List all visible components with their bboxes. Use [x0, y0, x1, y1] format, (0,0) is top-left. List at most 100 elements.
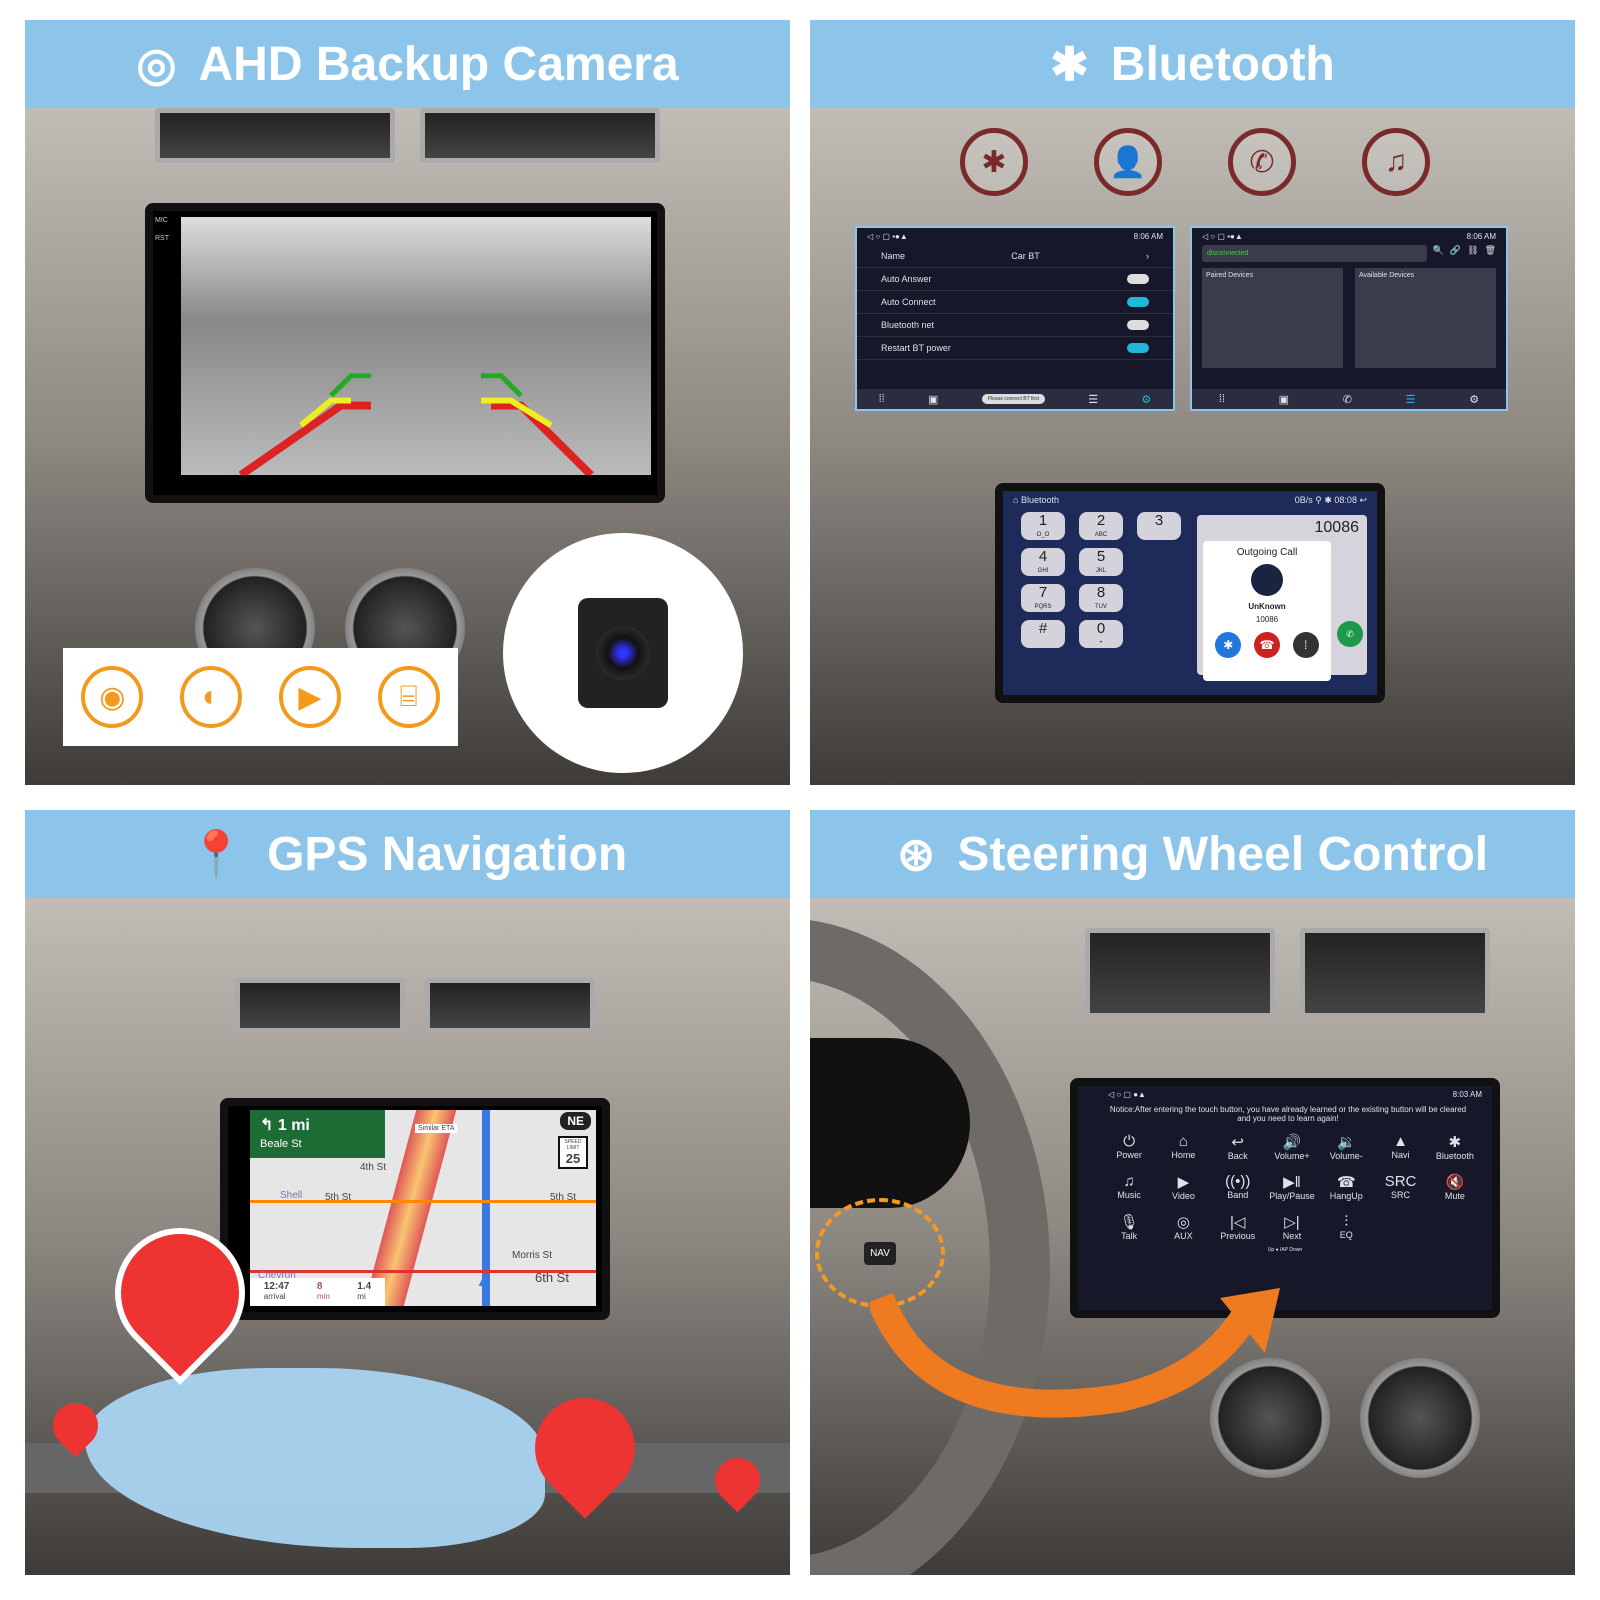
unlink-icon[interactable]: ⛓ [1467, 245, 1479, 255]
bluetooth-net-toggle[interactable] [1127, 320, 1149, 330]
button-glyph-icon: ↩ [1231, 1134, 1244, 1151]
restart-bt-power-toggle[interactable] [1127, 343, 1149, 353]
dialpad-button[interactable]: ⁞ [1292, 632, 1319, 658]
button-glyph-icon: ♫ [1123, 1173, 1135, 1190]
button-glyph-icon: ◎ [1176, 1214, 1190, 1231]
learn-button-back[interactable]: ↩Back [1211, 1133, 1265, 1161]
steering-learn-screen: ◁ ○ ▢ ●▲8:03 AM Notice:After entering th… [1070, 1078, 1500, 1318]
head-unit-screen: MIC RST [145, 203, 665, 503]
learn-button-music[interactable]: ♫Music [1102, 1173, 1156, 1201]
link-icon[interactable]: 🔗 [1449, 245, 1462, 255]
learn-button-mute[interactable]: 🔇Mute [1428, 1173, 1482, 1201]
learn-button-volume-[interactable]: 🔉Volume- [1319, 1133, 1373, 1161]
camera-view [181, 217, 651, 479]
auto-answer-toggle[interactable] [1127, 274, 1149, 284]
panel-header: 📍GPS Navigation [25, 810, 790, 898]
button-glyph-icon: ⌂ [1178, 1133, 1188, 1150]
call-button[interactable]: ✆ [1337, 621, 1363, 647]
learn-button-eq[interactable]: ⫶EQ [1319, 1213, 1373, 1241]
notice-text: Notice:After entering the touch button, … [1109, 1105, 1467, 1123]
contacts-tab[interactable]: ▣ [928, 393, 939, 406]
music-icon: ♫ [1362, 128, 1430, 196]
navigation-screen: ↰ 1 mi Beale St Similar ETA NE SPEED LIM… [220, 1098, 610, 1320]
camera-icon: ◎ [136, 38, 177, 90]
learn-button-volume-[interactable]: 🔊Volume+ [1265, 1133, 1319, 1161]
delete-icon[interactable]: 🗑 [1484, 245, 1496, 255]
bluetooth-icon: ✱ [960, 128, 1028, 196]
dialpad-tab[interactable]: ⁞⁞ [878, 393, 885, 405]
button-glyph-icon: ▶ [1177, 1174, 1190, 1191]
current-location-arrow: ▲ [475, 1270, 493, 1290]
bluetooth-audio-button[interactable]: ✱ [1215, 632, 1242, 658]
dial-key[interactable]: # [1021, 620, 1065, 648]
learn-button-next[interactable]: ▷|Next [1265, 1213, 1319, 1241]
panel-header: ◎AHD Backup Camera [25, 20, 790, 108]
compass-heading[interactable]: NE [560, 1112, 591, 1130]
bt-devices-screen: ◁ ○ ▢ ▪●▲8:06 AM disconnected🔍🔗⛓🗑 Paired… [1190, 226, 1508, 411]
learn-button-navi[interactable]: ▲Navi [1373, 1133, 1427, 1161]
outgoing-call-popup: Outgoing Call UnKnown 10086 ✱ ☎ ⁞ [1203, 541, 1331, 681]
bluetooth-icon: ✱ [1050, 38, 1089, 90]
button-glyph-icon: ☎ [1336, 1174, 1356, 1191]
video-camera-icon: ▶ [278, 666, 341, 728]
button-glyph-icon: SRC [1384, 1173, 1417, 1190]
mic-label: MIC [155, 217, 168, 224]
button-glyph-icon: ⏻ [1123, 1133, 1136, 1150]
button-glyph-icon: 🔉 [1336, 1134, 1356, 1151]
parking-guide-icon: ⌸ [377, 666, 440, 728]
button-glyph-icon: ▶‖ [1283, 1174, 1301, 1191]
button-glyph-icon: 🔊 [1282, 1134, 1302, 1151]
toast: Please connect BT first [981, 394, 1046, 404]
paired-devices-list: Paired Devices [1202, 268, 1343, 368]
eye-icon: ◉ [81, 666, 144, 728]
learn-button-hangup[interactable]: ☎HangUp [1319, 1173, 1373, 1201]
learn-button-bluetooth[interactable]: ✱Bluetooth [1428, 1133, 1482, 1161]
search-icon[interactable]: 🔍 [1432, 245, 1444, 255]
hang-up-button[interactable]: ☎ [1253, 632, 1280, 658]
learn-button-band[interactable]: ((•))Band [1211, 1173, 1265, 1201]
auto-connect-toggle[interactable] [1127, 297, 1149, 307]
panel-title: GPS Navigation [267, 827, 628, 881]
learn-button-power[interactable]: ⏻Power [1102, 1133, 1156, 1161]
world-map-graphic [85, 1368, 545, 1548]
button-glyph-icon: ✱ [1448, 1134, 1462, 1151]
camera-product-image [503, 533, 743, 773]
learn-button-play-pause[interactable]: ▶‖Play/Pause [1265, 1173, 1319, 1201]
devices-tab[interactable]: ☰ [1088, 393, 1099, 406]
panel-header: ✱Bluetooth [810, 20, 1575, 108]
rst-label[interactable]: RST [155, 235, 169, 242]
steering-wheel-icon: ⊛ [896, 828, 936, 880]
instrument-cluster [810, 1038, 970, 1208]
feature-icons-bar: ◉ ◐ ▶ ⌸ [63, 648, 458, 746]
button-glyph-icon: ▲ [1393, 1133, 1408, 1150]
contact-icon: 👤 [1094, 128, 1162, 196]
learn-button-previous[interactable]: |◁Previous [1211, 1213, 1265, 1241]
learn-button-home[interactable]: ⌂Home [1156, 1133, 1210, 1161]
panel-backup-camera: ◎AHD Backup Camera MIC RST ◉ ◐ ▶ ⌸ [25, 20, 790, 785]
button-glyph-icon: ▷| [1284, 1214, 1300, 1231]
phone-call-icon: ✆ [1228, 128, 1296, 196]
panel-bluetooth: ✱Bluetooth ✱ 👤 ✆ ♫ ◁ ○ ▢ ▪●▲8:06 AM Name… [810, 20, 1575, 785]
settings-tab[interactable]: ⚙ [1141, 393, 1152, 406]
button-glyph-icon: 🎙 [1119, 1214, 1139, 1231]
learn-button-talk[interactable]: 🎙Talk [1102, 1213, 1156, 1241]
panel-steering: ⊛Steering Wheel Control ◁ ○ ▢ ●▲8:03 AM … [810, 810, 1575, 1575]
dial-key[interactable]: 3 [1137, 512, 1181, 540]
learn-button-video[interactable]: ▶Video [1156, 1173, 1210, 1201]
button-glyph-icon: 🔇 [1445, 1174, 1465, 1191]
dial-key[interactable]: 0+ [1079, 620, 1123, 648]
learn-button-aux[interactable]: ◎AUX [1156, 1213, 1210, 1241]
button-glyph-icon: |◁ [1229, 1214, 1246, 1231]
